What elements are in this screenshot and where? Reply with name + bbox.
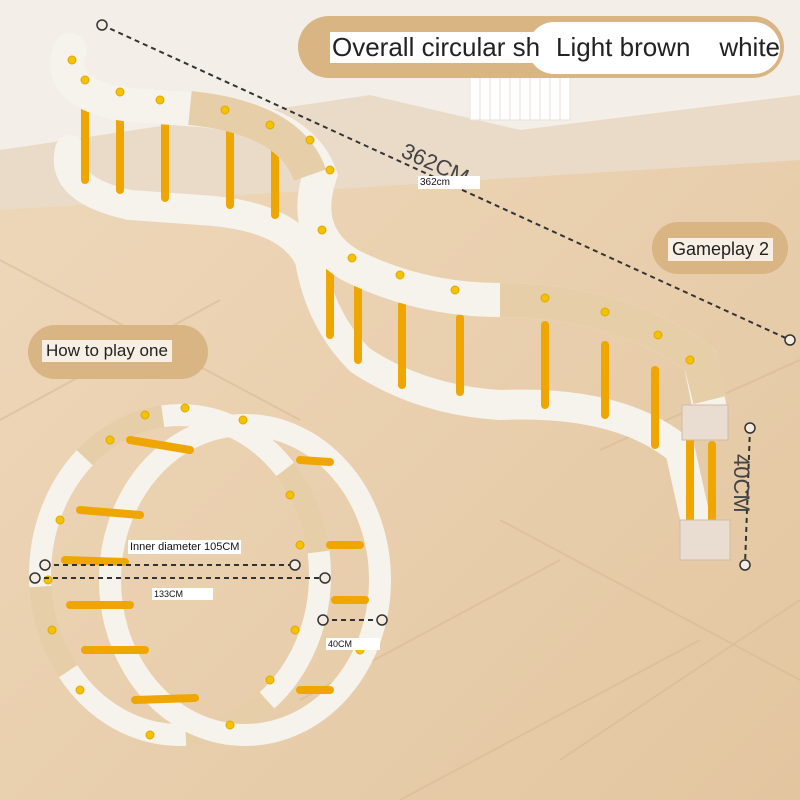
length-dimension-caption: 362cm <box>418 176 481 189</box>
ring-width-label: 40CM <box>326 638 381 650</box>
ring-track <box>29 403 391 746</box>
gameplay-two-label: Gameplay 2 <box>668 238 774 261</box>
dimension-endpoints <box>29 19 796 626</box>
color-options-label: Light brown white <box>556 32 781 62</box>
color-pill <box>528 22 780 74</box>
outer-diameter-label: 133CM <box>152 588 214 600</box>
product-shape-title: Overall circular sh <box>330 32 543 63</box>
s-shaped-track <box>50 33 731 561</box>
inner-diameter-label: Inner diameter 105CM <box>128 540 242 554</box>
height-dimension-label: 40CM <box>729 454 754 513</box>
gameplay-one-label: How to play one <box>42 340 172 362</box>
